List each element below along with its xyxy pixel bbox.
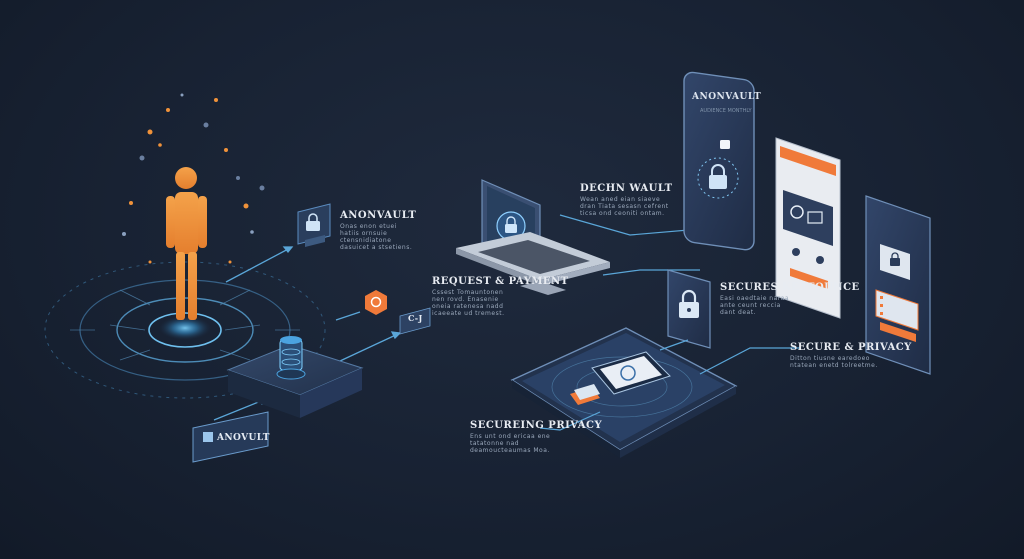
label-body: Ditton tiusne earedoeo ntatean enetd tol… — [790, 355, 878, 369]
person-figure — [166, 167, 207, 320]
fingerprint-icon — [496, 211, 526, 241]
label-securing-privacy: SECUREING PRIVACY Ens unt ond ericaa ene… — [470, 420, 603, 454]
lock-icon — [306, 213, 320, 231]
chip-label: C-J — [408, 313, 423, 323]
phone-anonvault — [683, 71, 755, 251]
phone-app-subtitle: AUDIENCE MONTHLY — [700, 108, 752, 114]
label-body: Cssest Tomauntonen nen rovd. Enasenie on… — [432, 289, 505, 317]
connector-tablet-left — [539, 411, 601, 431]
identity-figure-group — [44, 93, 326, 399]
label-body: Wean aned eian siaeve dran Tiata sesasn … — [580, 196, 669, 217]
phone-payment — [775, 137, 841, 319]
label-body: Onas enon etuei hatiis ornsuie ctensnidi… — [340, 223, 413, 251]
database-icon — [276, 336, 306, 380]
connector-laptop-tablet — [602, 269, 700, 276]
label-title: DECHN WAULT — [580, 183, 673, 194]
lock-card-left — [297, 203, 331, 247]
connector-arrows-left — [213, 246, 402, 421]
label-title: REQUEST & PAYMENT — [432, 276, 569, 287]
shield-icon — [697, 140, 739, 199]
connector-tablet-up — [659, 339, 689, 351]
label-request-payment: REQUEST & PAYMENT Cssest Tomauntonen nen… — [432, 276, 569, 317]
label-title: ANONVAULT — [340, 210, 417, 221]
label-title: SECURES KETTOUNCE — [720, 282, 860, 293]
label-secured-security: SECURES KETTOUNCE Easi oaedtaie naraa an… — [720, 282, 860, 316]
code-chip — [399, 307, 431, 335]
data-particles — [122, 93, 265, 264]
laptop-device — [456, 179, 610, 295]
tablet-device — [510, 327, 738, 458]
keyboard — [478, 240, 590, 274]
label-title: SECUREING PRIVACY — [470, 420, 603, 431]
lock-tablet — [667, 269, 711, 349]
connector-tablet-right — [699, 347, 800, 375]
phone-app-title: ANONVAULT — [692, 92, 762, 102]
badge-label: ANOVULT — [217, 433, 270, 443]
label-encrypt-vault: DECHN WAULT Wean aned eian siaeve dran T… — [580, 183, 673, 217]
phone-secure — [865, 195, 931, 375]
label-title: SECURE & PRIVACY — [790, 342, 912, 353]
label-body: Ens unt ond ericaa ene tatatonne nad dea… — [470, 433, 551, 454]
database-panel — [226, 336, 364, 418]
lock-icon — [880, 244, 910, 280]
label-body: Easi oaedtaie naraa ante ceunt reccia da… — [720, 295, 790, 316]
label-secure-privacy: SECURE & PRIVACY Ditton tiusne earedoeo … — [790, 342, 912, 369]
label-anonvault-left: ANONVAULT Onas enon etuei hatiis ornsuie… — [340, 210, 416, 251]
shield-icon — [365, 290, 387, 315]
anonvault-badge — [192, 411, 269, 463]
lock-icon — [679, 289, 699, 318]
base-glow — [159, 316, 211, 340]
circuit-lines — [70, 289, 300, 361]
